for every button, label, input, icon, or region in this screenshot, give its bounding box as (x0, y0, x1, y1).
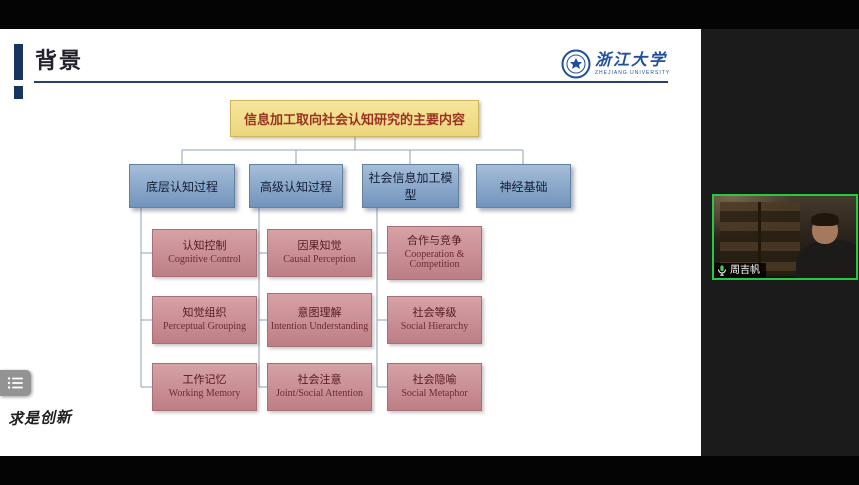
title-underline (34, 81, 668, 83)
node-label-cn: 社会注意 (297, 374, 342, 387)
title-accent-bar (14, 44, 23, 80)
branch-node-high-level: 高级认知过程 (249, 164, 343, 208)
branch-node-neural-basis: 神经基础 (476, 164, 571, 208)
bookshelf-divider (758, 202, 761, 276)
node-label-en: Causal Perception (283, 254, 356, 266)
leaf-node-causal-perception: 因果知觉 Causal Perception (267, 229, 372, 277)
node-label-en: Perceptual Grouping (162, 321, 247, 333)
leaf-node-social-metaphor: 社会隐喻 Social Metaphor (387, 363, 482, 411)
leaf-node-social-hierarchy: 社会等级 Social Hierarchy (387, 296, 482, 344)
leaf-node-perceptual-grouping: 知觉组织 Perceptual Grouping (152, 296, 257, 344)
node-label-cn: 信息加工取向社会认知研究的主要内容 (243, 112, 465, 127)
node-label-en: Social Metaphor (401, 388, 468, 400)
node-label-en: Intention Understanding (270, 321, 369, 333)
node-label-cn: 知觉组织 (182, 307, 227, 320)
node-label-cn: 高级认知过程 (259, 179, 332, 194)
list-icon (7, 377, 23, 389)
node-label-en: Cognitive Control (168, 254, 241, 266)
slide-title: 背景 (35, 48, 84, 73)
leaf-node-cognitive-control: 认知控制 Cognitive Control (152, 229, 257, 277)
participant-name-tag: 周吉帆 (714, 263, 766, 278)
video-tile[interactable]: 周吉帆 (712, 194, 858, 280)
node-label-cn: 社会信息加工模型 (368, 171, 453, 202)
node-label-cn: 因果知觉 (297, 240, 342, 253)
branch-node-low-level: 底层认知过程 (129, 164, 235, 208)
node-label-en: Cooperation & Competition (404, 248, 465, 271)
leaf-node-intention-understanding: 意图理解 Intention Understanding (267, 293, 372, 347)
leaf-node-cooperation-competition: 合作与竞争 Cooperation & Competition (387, 226, 482, 280)
node-label-cn: 社会隐喻 (412, 374, 457, 387)
title-accent-square (14, 86, 23, 99)
node-label-en: Social Hierarchy (400, 321, 469, 333)
chart-root-node: 信息加工取向社会认知研究的主要内容 (230, 100, 479, 137)
bottom-bar (0, 456, 859, 485)
node-label-cn: 认知控制 (182, 240, 227, 253)
logo-name-en: ZHEJIANG UNIVERSITY (595, 69, 671, 76)
participant-hair (811, 213, 839, 226)
signature-calligraphy: 求是创新 (7, 409, 73, 429)
top-bar (0, 0, 859, 29)
node-label-en: Joint/Social Attention (276, 388, 363, 400)
participant-figure (796, 240, 856, 278)
participant-name: 周吉帆 (730, 264, 760, 276)
connector-lines (140, 137, 524, 388)
annotation-toolbar-button[interactable] (0, 370, 31, 396)
university-emblem-icon (561, 49, 591, 79)
branch-node-social-info-model: 社会信息加工模型 (362, 164, 459, 208)
node-label-cn: 意图理解 (297, 307, 342, 320)
node-label-cn: 合作与竞争 (407, 235, 462, 248)
node-label-en: Working Memory (168, 388, 241, 400)
university-logo: 浙江大学 ZHEJIANG UNIVERSITY (561, 49, 670, 79)
node-label-cn: 底层认知过程 (145, 179, 218, 194)
leaf-node-working-memory: 工作记忆 Working Memory (152, 363, 257, 411)
logo-name-cn: 浙江大学 (595, 51, 668, 69)
microphone-icon (718, 265, 726, 276)
leaf-node-social-attention: 社会注意 Joint/Social Attention (267, 363, 372, 411)
node-label-cn: 工作记忆 (182, 374, 227, 387)
node-label-cn: 神经基础 (499, 179, 548, 194)
slide: 背景 浙江大学 ZHEJIANG UNIVERSITY 信息加工取向社会认知研究… (0, 29, 701, 456)
node-label-cn: 社会等级 (412, 307, 457, 320)
